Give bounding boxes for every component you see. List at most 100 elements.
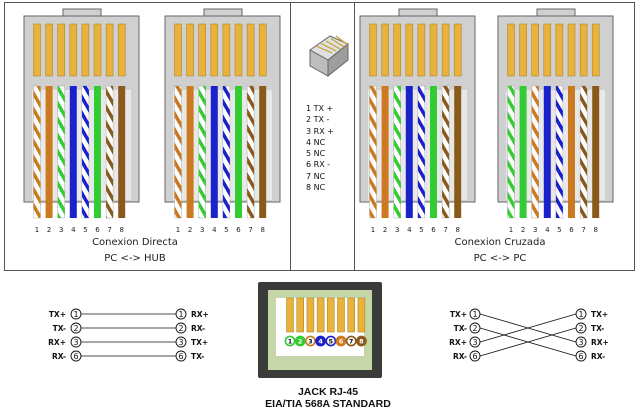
jack-pin-white-green xyxy=(284,335,296,347)
pin-number: 1 xyxy=(509,226,513,234)
signal-label: RX+ xyxy=(591,338,609,347)
jack-pin-orange xyxy=(335,335,347,347)
signal-label: TX+ xyxy=(591,310,608,319)
plug-contact-line xyxy=(320,42,337,52)
pin-circle-label: 1 xyxy=(178,310,183,319)
signal-label: RX- xyxy=(191,324,205,333)
pin-number: 5 xyxy=(557,226,561,234)
signal-label: TX- xyxy=(53,324,66,333)
wire-orange xyxy=(568,86,575,218)
wire-brown xyxy=(592,86,600,218)
pin-circle-label: 2 xyxy=(578,324,583,333)
gold-contact xyxy=(429,23,438,77)
pin-number: 8 xyxy=(455,226,459,234)
gold-contact xyxy=(45,23,53,77)
pin-circle-label: 1 xyxy=(578,310,583,319)
pin-circle-label: 2 xyxy=(73,324,78,333)
wire-stripe-white-orange xyxy=(174,86,182,218)
gold-contact xyxy=(369,23,377,77)
wire-blue xyxy=(210,86,218,218)
signal-label: RX+ xyxy=(191,310,209,319)
gold-contact xyxy=(405,23,414,77)
wire-green xyxy=(430,86,437,218)
jack-pin-label: 7 xyxy=(349,338,354,346)
cross-link xyxy=(479,327,577,357)
pin-number: 8 xyxy=(593,226,597,234)
straight-caption-subtitle: PC <-> HUB xyxy=(104,253,166,264)
signal-label: RX+ xyxy=(48,338,66,347)
gold-contact xyxy=(117,23,126,77)
pin-circle-label: 2 xyxy=(472,324,477,333)
gold-contact xyxy=(531,23,539,77)
pin-number: 1 xyxy=(176,226,180,234)
pin-number: 3 xyxy=(395,226,399,234)
wire-orange xyxy=(381,86,389,218)
pin-circle-label: 1 xyxy=(472,310,477,319)
pinout-row: 4 NC xyxy=(306,137,326,147)
wire-brown xyxy=(259,86,267,218)
jack-contact xyxy=(327,297,335,333)
pinout-row: 8 NC xyxy=(306,183,326,193)
gold-contact xyxy=(591,23,600,77)
pin-number: 7 xyxy=(248,226,252,234)
pin-circle-label: 6 xyxy=(73,352,78,361)
pin-number: 8 xyxy=(260,226,264,234)
pin-number: 2 xyxy=(383,226,387,234)
pin-number: 8 xyxy=(119,226,123,234)
pin-number: 1 xyxy=(371,226,375,234)
pinout-row: 7 NC xyxy=(306,171,326,181)
pin-number: 5 xyxy=(83,226,87,234)
wire-green xyxy=(235,86,242,218)
plug-front xyxy=(327,42,349,78)
pin-number: 4 xyxy=(212,226,217,234)
jack-pin-white-orange xyxy=(304,335,316,347)
gold-contact xyxy=(186,23,194,77)
pin-number: 2 xyxy=(47,226,51,234)
gold-contact xyxy=(555,23,564,77)
jack-contact xyxy=(316,297,325,333)
gold-contact xyxy=(258,23,267,77)
pinout-row: 3 RX + xyxy=(306,126,334,136)
signal-label: RX- xyxy=(52,352,66,361)
wire-stripe-white-green xyxy=(507,86,515,218)
gold-contact xyxy=(453,23,462,77)
gold-contact xyxy=(579,23,588,77)
signal-label: TX- xyxy=(191,352,204,361)
signal-label: RX- xyxy=(591,352,605,361)
pin-number: 3 xyxy=(59,226,63,234)
jack-contact xyxy=(296,297,304,333)
pin-circle xyxy=(175,350,187,362)
plug-contact-line xyxy=(315,45,333,54)
pin-number: 2 xyxy=(188,226,192,234)
rj45-plug-icon xyxy=(309,35,349,78)
cross-caption-subtitle: PC <-> PC xyxy=(473,253,527,264)
gold-contact xyxy=(441,23,450,77)
jack-pin-label: 2 xyxy=(298,338,303,346)
gold-contact xyxy=(174,23,182,77)
wire-stripe-white-orange xyxy=(369,86,377,218)
jack-pin-label: 1 xyxy=(288,338,293,346)
jack-pin-label: 6 xyxy=(339,338,344,346)
gold-contact xyxy=(222,23,231,77)
signal-label: TX- xyxy=(591,324,604,333)
jack-standard: EIA/TIA 568A STANDARD xyxy=(265,398,391,410)
pin-number: 7 xyxy=(443,226,447,234)
jack-contact xyxy=(337,297,345,333)
jack-contact xyxy=(347,297,355,333)
gold-contact xyxy=(381,23,389,77)
wire-stripe-white-orange xyxy=(531,86,539,218)
signal-label: RX+ xyxy=(449,338,467,347)
pin-number: 5 xyxy=(419,226,423,234)
wire-stripe-white-brown xyxy=(247,86,255,218)
wire-stripe-white-blue xyxy=(555,86,563,218)
jack-title: JACK RJ-45 xyxy=(297,386,359,398)
wire-brown xyxy=(454,86,462,218)
gold-contact xyxy=(567,23,576,77)
gold-contact xyxy=(81,23,90,77)
signal-label: TX+ xyxy=(49,310,66,319)
pin-number: 7 xyxy=(581,226,585,234)
pin-number: 5 xyxy=(224,226,228,234)
wire-orange xyxy=(186,86,194,218)
